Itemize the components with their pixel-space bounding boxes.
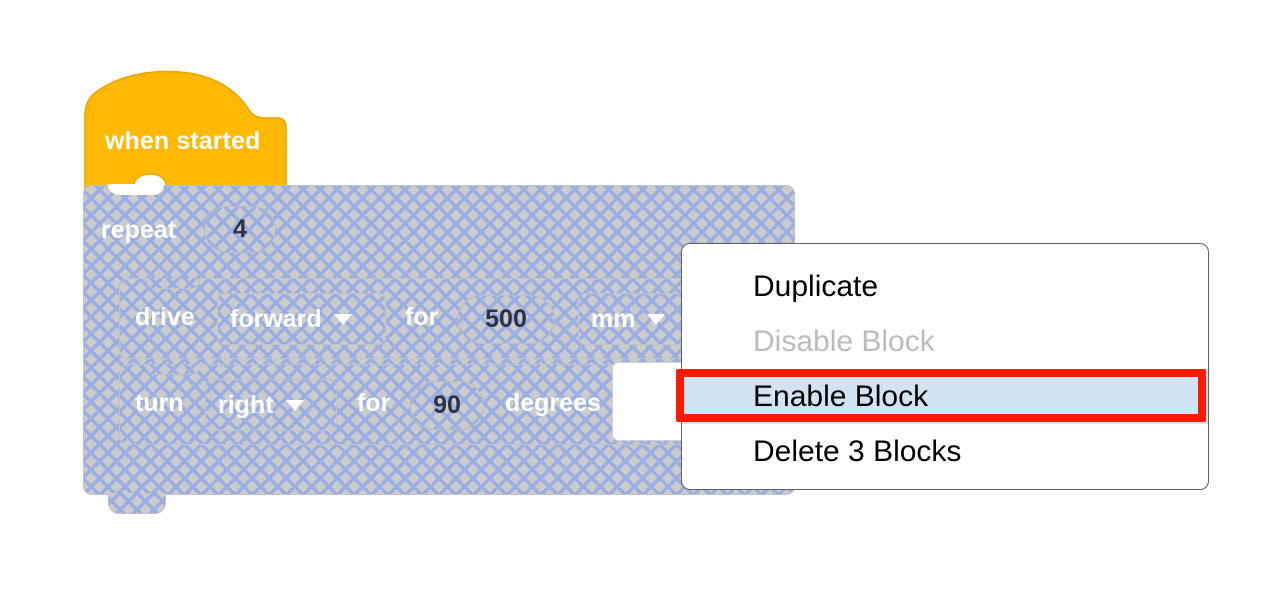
block-when-started[interactable]: when started [83, 70, 288, 192]
repeat-top-notch [108, 184, 164, 195]
chevron-down-icon [647, 313, 666, 325]
drive-direction-dropdown[interactable]: forward [217, 293, 386, 345]
turn-angle-field[interactable]: 90 [410, 381, 484, 430]
menu-item-enable-block[interactable]: Enable Block [682, 369, 1208, 424]
turn-label: turn [135, 389, 184, 417]
drive-unit-dropdown[interactable]: mm [578, 293, 709, 345]
turn-notch [145, 364, 201, 375]
menu-panel-edge [612, 362, 681, 441]
menu-item-disable-block: Disable Block [753, 324, 935, 358]
block-drive[interactable]: drive forward for 500 mm [119, 278, 739, 359]
when-started-shape [84, 70, 287, 190]
repeat-label: repeat [101, 216, 177, 244]
chevron-down-icon [285, 399, 304, 411]
turn-unit-label: degrees [505, 389, 601, 417]
drive-for-label: for [405, 303, 439, 331]
repeat-bottom-tab [108, 493, 166, 514]
menu-item-duplicate[interactable]: Duplicate [753, 269, 879, 303]
when-started-label: when started [105, 127, 261, 155]
drive-direction-value: forward [230, 304, 322, 333]
turn-for-label: for [357, 389, 391, 417]
menu-item-delete-blocks[interactable]: Delete 3 Blocks [753, 434, 962, 468]
drive-distance-field[interactable]: 500 [457, 295, 555, 344]
block-turn[interactable]: turn right for 90 degrees [119, 364, 696, 445]
drive-notch [145, 278, 201, 289]
context-menu[interactable]: Duplicate Disable Block Enable Block Del… [681, 243, 1209, 490]
block-repeat[interactable]: repeat 4 drive forward for 500 mm turn r… [83, 185, 795, 495]
drive-label: drive [135, 303, 195, 331]
repeat-count-field[interactable]: 4 [204, 206, 276, 253]
drive-unit-value: mm [591, 304, 636, 333]
turn-direction-value: right [218, 390, 274, 419]
turn-direction-dropdown[interactable]: right [205, 379, 337, 431]
chevron-down-icon [333, 313, 352, 325]
